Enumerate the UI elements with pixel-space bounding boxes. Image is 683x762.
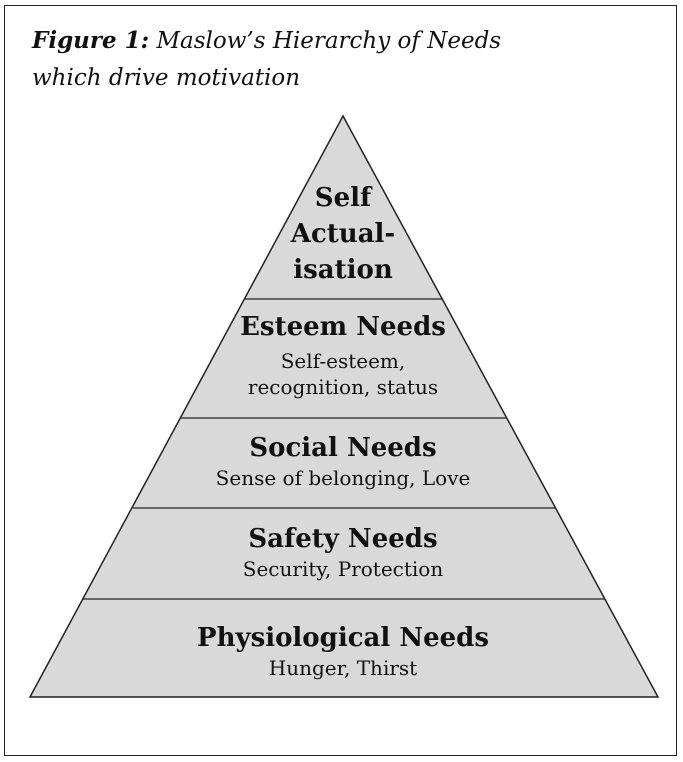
tier-physiological: Physiological Needs Hunger, Thirst	[118, 621, 568, 681]
tier-title-line: Self	[314, 183, 372, 213]
tier-safety: Safety Needs Security, Protection	[143, 522, 543, 582]
tier-title: Social Needs	[249, 433, 437, 463]
tier-title: Esteem Needs	[240, 312, 446, 342]
figure-caption: Figure 1: Maslow’s Hierarchy of Needs wh…	[32, 22, 632, 97]
figure-title-line1: Maslow’s Hierarchy of Needs	[156, 28, 502, 54]
tier-title-line: isation	[293, 255, 393, 285]
tier-title: Safety Needs	[248, 524, 438, 554]
tier-subtitle: recognition, status	[247, 375, 439, 399]
figure-title-line2: which drive motivation	[32, 65, 301, 91]
tier-subtitle: Hunger, Thirst	[268, 656, 418, 680]
tier-esteem: Esteem Needs Self-esteem, recognition, s…	[193, 310, 493, 400]
tier-title: Physiological Needs	[197, 623, 489, 653]
tier-social: Social Needs Sense of belonging, Love	[143, 431, 543, 491]
pyramid-shape	[28, 114, 660, 698]
tier-self-actualisation: Self Actual- isation	[243, 180, 443, 288]
figure-label: Figure 1:	[32, 27, 150, 54]
tier-subtitle: Self-esteem,	[280, 349, 406, 373]
tier-subtitle: Security, Protection	[242, 557, 444, 581]
tier-subtitle: Sense of belonging, Love	[215, 466, 471, 490]
tier-title-line: Actual-	[290, 219, 396, 249]
